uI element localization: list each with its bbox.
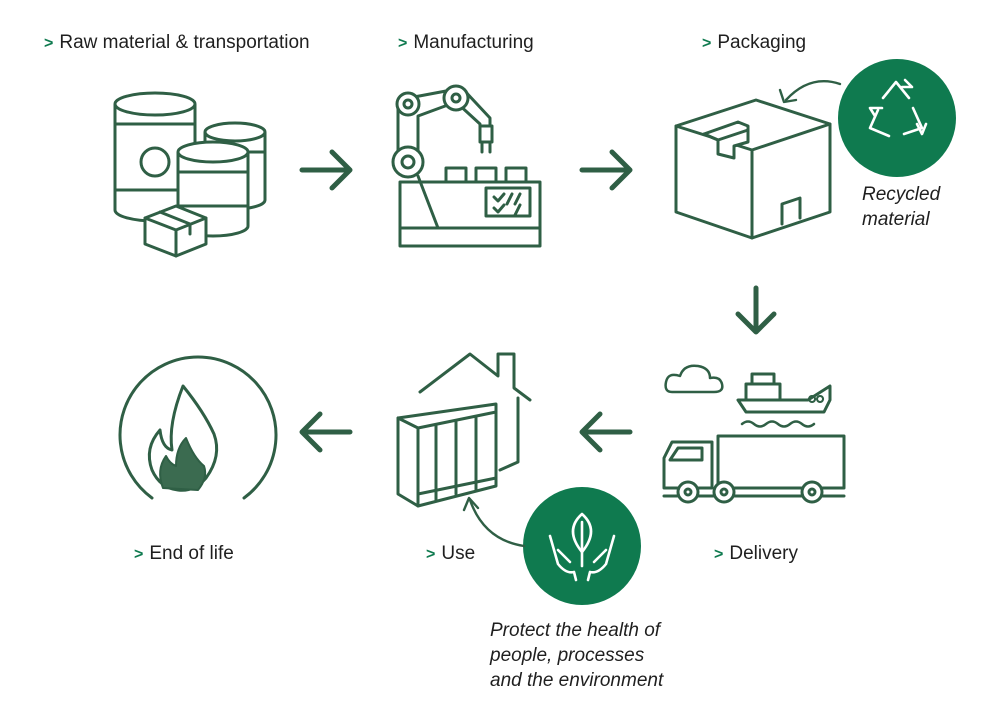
arrow-right-icon [579, 149, 633, 191]
ship-and-truck-icon [662, 364, 846, 504]
arrow-down-icon [735, 285, 777, 335]
cardboard-box-icon [674, 98, 832, 240]
arrow-left-icon [299, 411, 353, 453]
stage-label-manufacturing: >Manufacturing [398, 32, 534, 53]
recycle-icon [868, 78, 928, 138]
hands-with-leaf-icon [548, 512, 616, 582]
stage-label-raw-material: >Raw material & transportation [44, 32, 310, 53]
protect-health-note: Protect the health of people, processes … [490, 620, 664, 691]
chevron-icon: > [426, 546, 436, 563]
barrels-and-box-icon [113, 91, 267, 258]
chevron-icon: > [702, 35, 712, 52]
chevron-icon: > [44, 35, 54, 52]
house-with-panel-icon [396, 352, 532, 508]
arrow-left-icon [579, 411, 633, 453]
stage-label-end-of-life: >End of life [134, 543, 234, 564]
arrow-right-icon [299, 149, 353, 191]
chevron-icon: > [714, 546, 724, 563]
stage-label-use: >Use [426, 543, 476, 564]
flame-icon [118, 355, 278, 500]
recycle-badge [778, 59, 956, 177]
protect-badge [462, 487, 641, 605]
robot-arm-factory-icon [391, 84, 542, 248]
stage-label-packaging: >Packaging [702, 32, 807, 53]
chevron-icon: > [398, 35, 408, 52]
chevron-icon: > [134, 546, 144, 563]
stage-label-delivery: >Delivery [714, 543, 798, 564]
recycled-material-note: Recycled material [862, 184, 941, 230]
